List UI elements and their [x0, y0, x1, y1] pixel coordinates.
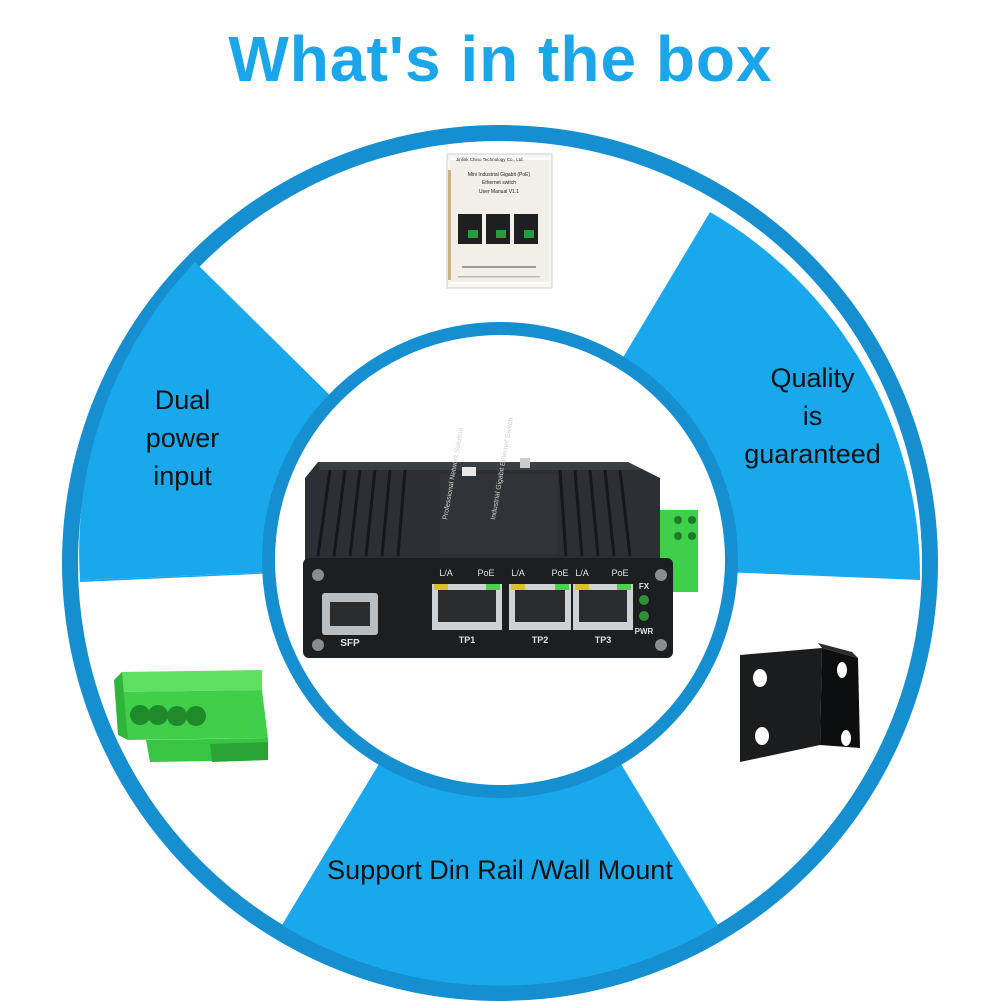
- user-manual-icon: Jinlink Chino Technology Co., Ltd. Mini …: [446, 153, 553, 289]
- label-din-rail: Support Din Rail /Wall Mount: [250, 851, 750, 889]
- port-label-la-3: L/A: [575, 568, 589, 578]
- manual-title-2: Ethernet switch: [482, 180, 516, 186]
- led-fx: [639, 595, 649, 605]
- port-label-poe-1: PoE: [477, 568, 494, 578]
- label-line: Support Din Rail /Wall Mount: [327, 855, 673, 885]
- led-label-fx: FX: [639, 582, 650, 591]
- port-tp2: [509, 584, 571, 630]
- sfp-label: SFP: [340, 638, 360, 649]
- label-line: power: [145, 423, 220, 453]
- label-line: is: [802, 401, 823, 431]
- port-label-poe-2: PoE: [551, 568, 568, 578]
- manual-title-3: User Manual V1.1: [479, 189, 519, 195]
- manual-company: Jinlink Chino Technology Co., Ltd.: [456, 157, 524, 162]
- wall-mount-bracket-icon: [740, 643, 860, 762]
- label-line: input: [153, 461, 212, 491]
- label-dual-power: Dual power input: [110, 381, 255, 495]
- terminal-block-icon: [114, 670, 268, 762]
- port-label-la-2: L/A: [511, 568, 525, 578]
- port-name-tp3: TP3: [595, 635, 612, 645]
- led-pwr: [639, 611, 649, 621]
- port-tp3: [573, 584, 633, 630]
- port-label-la-1: L/A: [439, 568, 453, 578]
- manual-switch-2: [486, 214, 510, 244]
- port-label-poe-3: PoE: [611, 568, 628, 578]
- label-line: guaranteed: [744, 439, 881, 469]
- page-title: What's in the box: [228, 23, 773, 95]
- led-label-pwr: PWR: [635, 627, 654, 636]
- port-name-tp2: TP2: [532, 635, 549, 645]
- manual-title-1: Mini Industrial Gigabit (PoE): [468, 172, 531, 178]
- manual-switch-3: [514, 214, 538, 244]
- manual-switch-1: [458, 214, 482, 244]
- port-name-tp1: TP1: [459, 635, 476, 645]
- label-quality: Quality is guaranteed: [730, 359, 895, 473]
- label-line: Quality: [770, 363, 855, 393]
- label-line: Dual: [154, 385, 211, 415]
- port-tp1: [432, 584, 502, 630]
- ethernet-switch-icon: Professional Network Solution Industrial…: [303, 417, 698, 658]
